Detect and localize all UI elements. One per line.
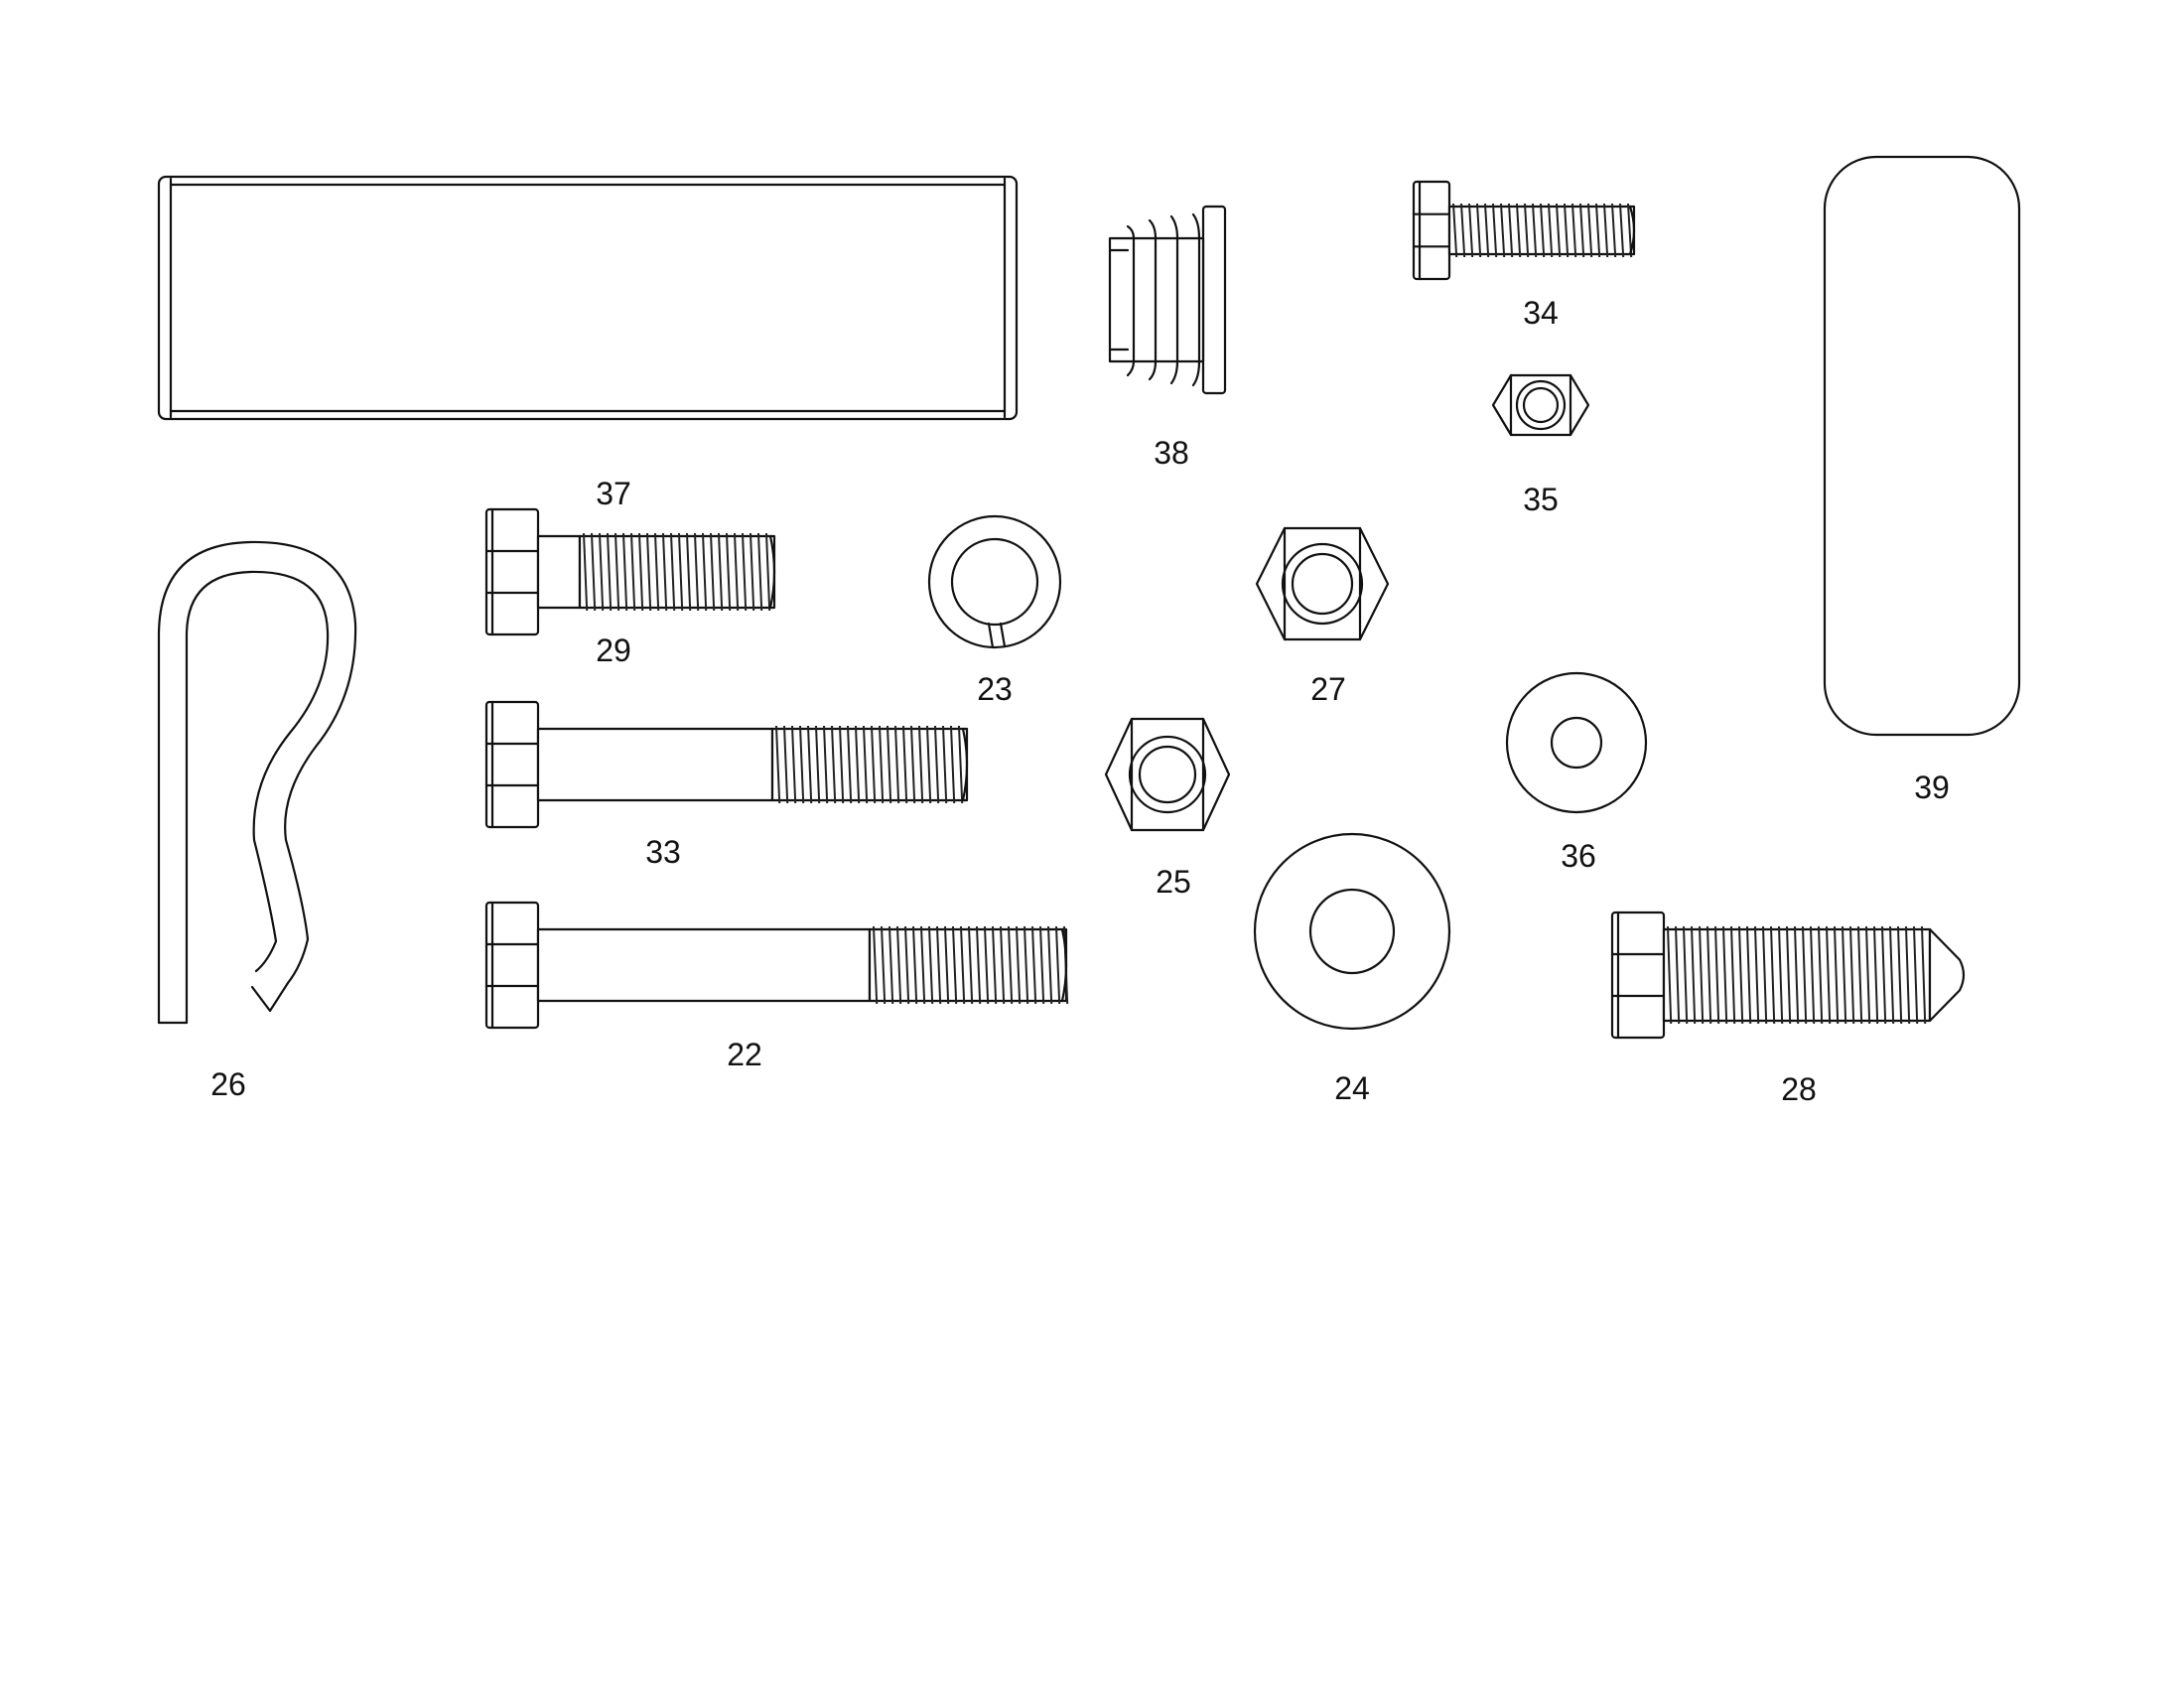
part-label-28: 28 bbox=[1781, 1071, 1817, 1107]
part-label-34: 34 bbox=[1523, 295, 1559, 331]
part-37-clevis-pin bbox=[157, 175, 1019, 421]
part-label-38: 38 bbox=[1154, 435, 1189, 471]
part-28-hex-bolt bbox=[1610, 911, 1966, 1040]
part-label-22: 22 bbox=[727, 1037, 762, 1072]
bolt-shank bbox=[536, 727, 774, 802]
bolt-thread bbox=[578, 532, 776, 612]
bolt-thread bbox=[1447, 203, 1636, 258]
bolt-head bbox=[1412, 180, 1451, 281]
part-33-hex-bolt bbox=[484, 700, 969, 829]
part-22-hex-bolt bbox=[484, 901, 1069, 1030]
bolt-thread bbox=[1662, 925, 1966, 1025]
bolt-thread bbox=[868, 925, 1069, 1005]
part-39-grip bbox=[1823, 155, 2021, 737]
part-35-lock-nut bbox=[1491, 373, 1590, 437]
bolt-head bbox=[484, 901, 540, 1030]
bolt-head bbox=[484, 507, 540, 636]
bolt-shank bbox=[536, 534, 582, 610]
part-label-39: 39 bbox=[1914, 770, 1950, 805]
part-label-37: 37 bbox=[596, 476, 631, 511]
part-label-33: 33 bbox=[645, 834, 681, 870]
bolt-head bbox=[1610, 911, 1666, 1040]
bolt-head bbox=[484, 700, 540, 829]
part-26-hair-pin-clip bbox=[157, 540, 357, 1025]
part-24-flat-washer bbox=[1253, 832, 1451, 1031]
part-label-27: 27 bbox=[1310, 671, 1346, 707]
part-23-lock-washer bbox=[927, 514, 1062, 649]
part-label-25: 25 bbox=[1156, 864, 1191, 900]
part-36-flat-washer bbox=[1505, 671, 1648, 814]
part-label-36: 36 bbox=[1561, 838, 1596, 874]
part-29-hex-bolt bbox=[484, 507, 776, 636]
part-27-lock-nut bbox=[1255, 526, 1390, 641]
part-label-29: 29 bbox=[596, 632, 631, 668]
part-25-lock-nut bbox=[1104, 717, 1231, 832]
part-label-23: 23 bbox=[977, 671, 1013, 707]
part-label-35: 35 bbox=[1523, 482, 1559, 517]
part-label-26: 26 bbox=[210, 1066, 246, 1102]
part-label-24: 24 bbox=[1334, 1070, 1370, 1106]
part-34-hex-bolt bbox=[1412, 180, 1636, 281]
bolt-shank bbox=[536, 927, 872, 1003]
part-38-tube-plug bbox=[1108, 205, 1227, 395]
bolt-thread bbox=[770, 725, 969, 804]
